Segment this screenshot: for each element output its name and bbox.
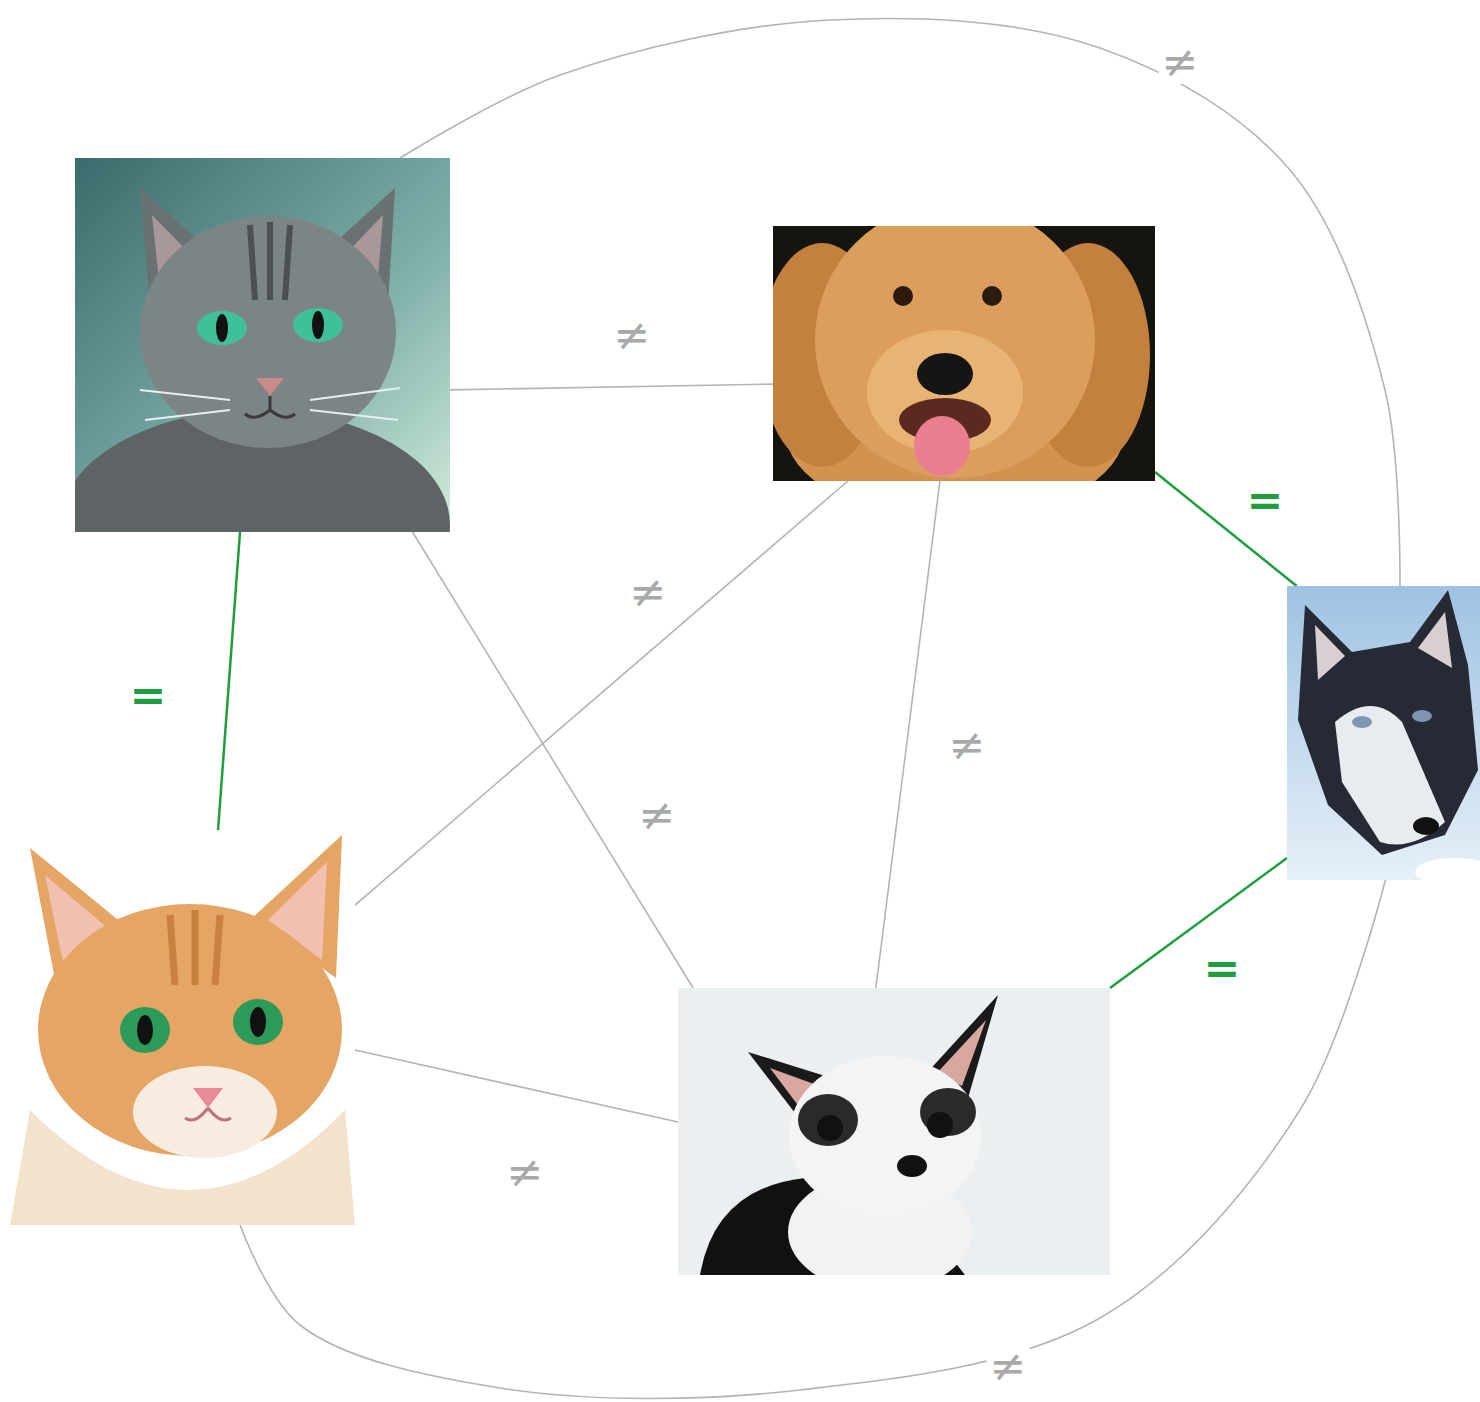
edge-label: = (1244, 478, 1287, 522)
photo-frame (773, 226, 1155, 481)
connector (355, 1050, 678, 1122)
kitten-photo-part (233, 999, 283, 1045)
connector (355, 481, 848, 905)
connector (218, 532, 240, 830)
edge-label: ≠ (636, 793, 679, 837)
edge-label: = (127, 673, 170, 717)
husky-photo-part (1415, 858, 1480, 880)
golden-retriever-photo-part (982, 286, 1002, 306)
kitten-photo (10, 835, 355, 1225)
photo-frame (75, 158, 450, 532)
golden-retriever-photo-part (893, 286, 913, 306)
husky-photo-part (1413, 817, 1439, 835)
husky-photo-part (1335, 706, 1445, 845)
husky-photo-part (1287, 586, 1480, 880)
gray-cat-photo-part (140, 388, 400, 420)
connector (450, 384, 773, 390)
edge-label: = (1201, 946, 1244, 990)
husky-photo-part (1315, 625, 1345, 680)
gray-cat-photo-part (312, 311, 324, 339)
gray-cat-photo-part (245, 396, 295, 417)
edge-label: ≠ (504, 1150, 547, 1194)
husky-photo-part (1412, 710, 1432, 722)
chihuahua-photo-part (817, 1115, 843, 1141)
chihuahua-photo-part (798, 1094, 858, 1146)
gray-cat-photo-part (197, 311, 247, 345)
golden-retriever-photo (773, 226, 1155, 481)
chihuahua-photo-part (789, 1056, 981, 1216)
edge-label: ≠ (946, 723, 989, 767)
edge-label: ≠ (611, 313, 654, 357)
kitten-photo-part (185, 1108, 231, 1120)
connector (876, 481, 940, 988)
gray-cat-photo-part (256, 378, 284, 396)
kitten-photo-part (250, 1007, 266, 1037)
edge-label: ≠ (987, 1344, 1030, 1388)
kitten-photo-part (133, 1066, 277, 1158)
chihuahua-photo-part (897, 1155, 927, 1177)
gray-cat-photo (75, 158, 450, 532)
golden-retriever-photo-part (917, 353, 973, 395)
chihuahua-photo-part (927, 1112, 953, 1138)
connector (400, 19, 1400, 586)
connector (413, 532, 694, 988)
husky-photo-part (1352, 716, 1372, 728)
golden-retriever-photo-part (815, 226, 1095, 478)
kitten-photo-part (120, 1007, 170, 1053)
gray-cat-photo-part (216, 314, 228, 342)
kitten-photo-part (170, 910, 220, 985)
gray-cat-photo-part (293, 308, 343, 342)
connector (1155, 472, 1297, 586)
kitten-photo-part (137, 1015, 153, 1045)
husky-photo (1287, 586, 1480, 880)
connector (240, 880, 1385, 1399)
photo-frame (10, 830, 355, 1225)
gray-cat-photo-part (250, 222, 290, 300)
husky-photo-part (1298, 590, 1478, 855)
edge-label: ≠ (627, 570, 670, 614)
chihuahua-photo (678, 988, 1110, 1275)
husky-photo-part (1418, 612, 1452, 668)
edge-label: ≠ (1159, 40, 1202, 84)
gray-cat-photo-part (140, 216, 396, 448)
photo-frame (1287, 586, 1480, 880)
golden-retriever-photo-part (914, 416, 970, 476)
kitten-photo-part (193, 1088, 223, 1108)
connector (1110, 858, 1287, 988)
photo-frame (678, 988, 1110, 1275)
